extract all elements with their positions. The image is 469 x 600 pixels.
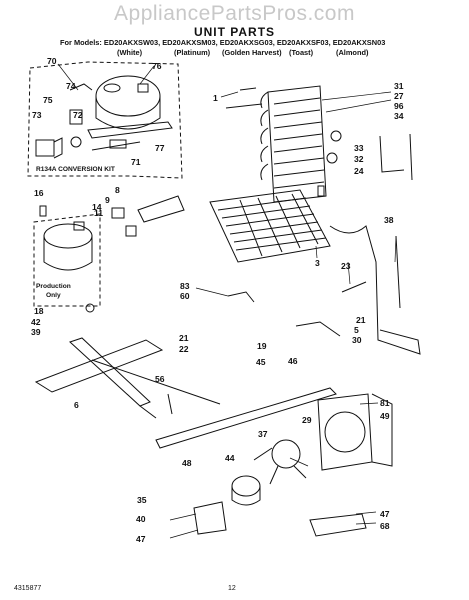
callout-31: 31 bbox=[394, 81, 404, 91]
production-label: Production bbox=[36, 283, 71, 290]
kit-label: R134A CONVERSION KIT bbox=[36, 166, 115, 173]
callout-48: 48 bbox=[182, 458, 192, 468]
compressor-drawing bbox=[87, 75, 173, 151]
callout-60: 60 bbox=[180, 291, 190, 301]
callout-44: 44 bbox=[225, 453, 235, 463]
callout-21-left: 21 bbox=[179, 333, 189, 343]
callout-68: 68 bbox=[380, 521, 390, 531]
callout-30: 30 bbox=[352, 335, 362, 345]
footer-page-number: 12 bbox=[228, 585, 236, 592]
color-golden-harvest: (Golden Harvest) bbox=[222, 48, 282, 57]
tubing-drawing bbox=[227, 225, 421, 355]
callout-16: 16 bbox=[34, 188, 44, 198]
callout-46: 46 bbox=[288, 356, 298, 366]
callout-32: 32 bbox=[354, 154, 364, 164]
leader-lines bbox=[57, 63, 397, 539]
callout-47-left: 47 bbox=[136, 534, 146, 544]
only-label: Only bbox=[46, 292, 61, 299]
relay-drawing bbox=[35, 83, 93, 159]
callout-81: 81 bbox=[380, 398, 390, 408]
callout-39: 39 bbox=[31, 327, 41, 337]
callout-70: 70 bbox=[47, 56, 57, 66]
callout-29: 29 bbox=[302, 415, 312, 425]
diagram-title: UNIT PARTS bbox=[193, 25, 276, 39]
color-white: (White) bbox=[117, 48, 143, 57]
callout-21-right: 21 bbox=[356, 315, 366, 325]
callout-75: 75 bbox=[43, 95, 53, 105]
callout-11: 11 bbox=[94, 208, 104, 218]
callout-24: 24 bbox=[354, 166, 364, 176]
callout-38: 38 bbox=[384, 215, 394, 225]
callout-23: 23 bbox=[341, 261, 351, 271]
color-almond: (Almond) bbox=[336, 48, 369, 57]
callout-3: 3 bbox=[315, 258, 320, 268]
condenser-coil-drawing bbox=[225, 85, 327, 203]
callout-77: 77 bbox=[155, 143, 165, 153]
callout-83: 83 bbox=[180, 281, 190, 291]
callout-27: 27 bbox=[394, 91, 404, 101]
small-parts-drawing bbox=[39, 87, 413, 313]
callout-22: 22 bbox=[179, 344, 189, 354]
callout-37: 37 bbox=[258, 429, 268, 439]
callout-71: 71 bbox=[131, 157, 141, 167]
callout-14: 14 bbox=[92, 202, 102, 212]
models-line: For Models: ED20AKXSW03, ED20AKXSM03, ED… bbox=[60, 38, 386, 47]
callout-33: 33 bbox=[354, 143, 364, 153]
callout-42: 42 bbox=[31, 317, 41, 327]
conversion-kit-box bbox=[27, 61, 183, 179]
production-compressor-drawing bbox=[33, 213, 101, 307]
fan-motor-drawing bbox=[193, 439, 307, 535]
callout-76: 76 bbox=[152, 61, 162, 71]
callout-8: 8 bbox=[115, 185, 120, 195]
callout-72: 72 bbox=[73, 110, 83, 120]
callout-5-right: 5 bbox=[354, 325, 359, 335]
callout-56: 56 bbox=[155, 374, 165, 384]
color-toast: (Toast) bbox=[289, 48, 314, 57]
color-platinum: (Platinum) bbox=[174, 48, 211, 57]
callout-19: 19 bbox=[257, 341, 267, 351]
rail-drawing bbox=[155, 387, 337, 449]
callout-1: 1 bbox=[213, 93, 218, 103]
mounting-frame-drawing bbox=[34, 337, 221, 419]
callout-34: 34 bbox=[394, 111, 404, 121]
watermark: AppliancePartsPros.com bbox=[114, 2, 355, 25]
callout-35: 35 bbox=[137, 495, 147, 505]
callout-96: 96 bbox=[394, 101, 404, 111]
callout-47-right: 47 bbox=[380, 509, 390, 519]
fan-shroud-drawing bbox=[309, 393, 393, 537]
evaporator-drawing bbox=[209, 189, 331, 263]
callout-9: 9 bbox=[105, 195, 110, 205]
footer-document-number: 4315877 bbox=[14, 585, 42, 592]
callout-74: 74 bbox=[66, 81, 76, 91]
callout-6: 6 bbox=[74, 400, 79, 410]
callout-73: 73 bbox=[32, 110, 42, 120]
callout-40: 40 bbox=[136, 514, 146, 524]
callout-18: 18 bbox=[34, 306, 44, 316]
callout-45: 45 bbox=[256, 357, 266, 367]
callout-49: 49 bbox=[380, 411, 390, 421]
